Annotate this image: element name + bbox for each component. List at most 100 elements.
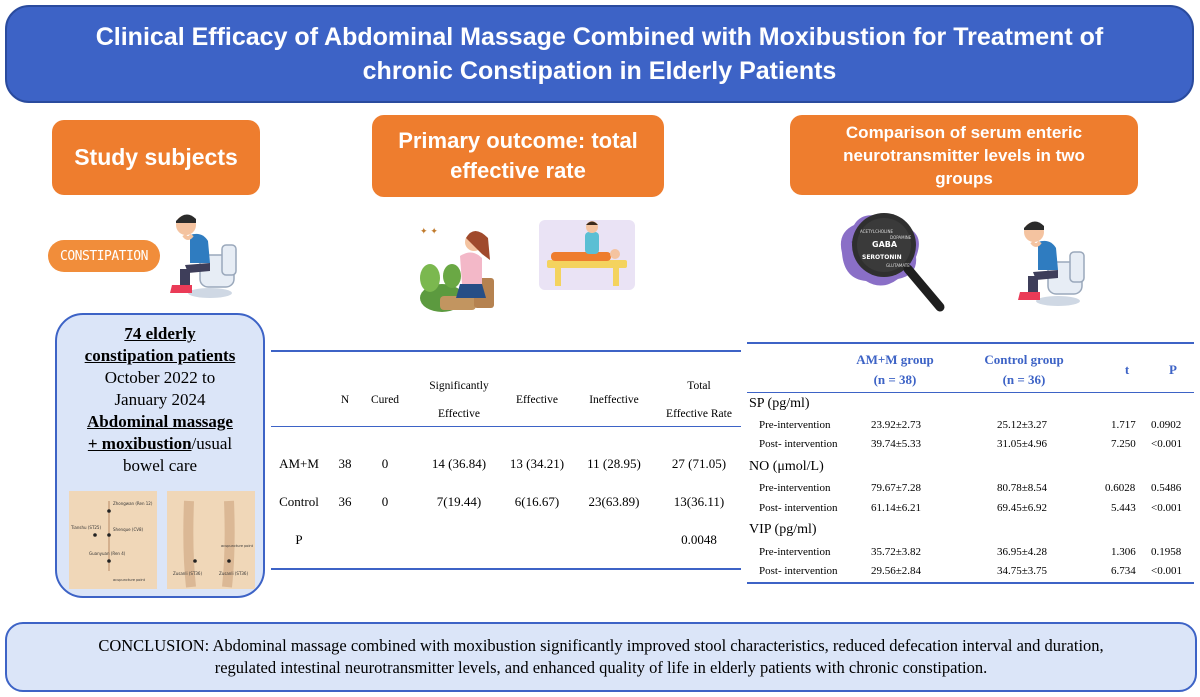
conclusion-line-2: regulated intestinal neurotransmitter le… <box>214 658 988 677</box>
t2-sp-pre-label: Pre-intervention <box>759 419 831 431</box>
t2-header-ctl2: (n = 36) <box>1002 372 1046 387</box>
svg-text:✦ ✦: ✦ ✦ <box>420 227 438 237</box>
t1-row2-cured: 0 <box>381 494 389 509</box>
t2-no-pre-t: 0.6028 <box>1105 482 1136 494</box>
t1-row2-sig: 7(19.44) <box>436 494 482 509</box>
t1-row1-total: 27 (71.05) <box>671 456 727 471</box>
acu-zusanli-left: Zusanli (ST36) <box>173 571 202 576</box>
t1-row1-n: 38 <box>338 456 352 471</box>
t2-no-pre-ctl: 80.78±8.54 <box>997 482 1048 494</box>
t2-no-pre-p: 0.5486 <box>1151 482 1182 494</box>
section-comparison: Comparison of serum enteric neurotransmi… <box>790 115 1138 195</box>
t2-sp-post-p: <0.001 <box>1151 438 1182 450</box>
t1-row1-effective: 13 (34.21) <box>509 456 565 471</box>
t1-header-total: Total <box>687 380 711 392</box>
t1-p-label: P <box>295 532 303 547</box>
conclusion-line-1: CONCLUSION: Abdominal massage combined w… <box>98 636 1104 655</box>
section-study-subjects: Study subjects <box>52 120 260 195</box>
acu-zusanli-right: Zusanli (ST36) <box>219 571 248 576</box>
t2-vip-pre-ctl: 36.95±4.28 <box>997 546 1048 558</box>
t2-header-am1: AM+M group <box>856 352 934 367</box>
acu-shenque: Shenque (CV8) <box>113 527 144 532</box>
subjects-period-line-1: October 2022 to <box>104 368 216 387</box>
title-line-1: Clinical Efficacy of Abdominal Massage C… <box>95 23 1104 51</box>
t2-vip-pre-label: Pre-intervention <box>759 546 831 558</box>
t2-section-sp: SP (pg/ml) <box>749 396 810 411</box>
conclusion-panel: CONCLUSION: Abdominal massage combined w… <box>5 622 1197 692</box>
t1-row2-n: 36 <box>338 494 352 509</box>
t1-header-total-effective-rate: Effective Rate <box>666 408 732 420</box>
toilet-person-illustration-left <box>170 214 237 298</box>
t2-sp-pre-p: 0.0902 <box>1151 419 1182 431</box>
t2-header-am2: (n = 38) <box>873 372 917 387</box>
t2-vip-post-label: Post- intervention <box>759 565 838 577</box>
massage-illustration <box>539 220 635 290</box>
t2-header-t: t <box>1124 362 1130 377</box>
t1-row1-ineffective: 11 (28.95) <box>587 456 641 471</box>
t1-header-significantly: Significantly <box>429 380 489 392</box>
t2-no-post-label: Post- intervention <box>759 502 838 514</box>
t1-row2-total: 13(36.11) <box>673 494 725 509</box>
t1-header-n: N <box>340 394 350 406</box>
subjects-intervention-line-1: Abdominal massage <box>87 412 233 431</box>
moxibustion-illustration: ✦ ✦ <box>420 227 494 312</box>
t2-no-post-p: <0.001 <box>1151 502 1182 514</box>
t2-vip-pre-t: 1.306 <box>1111 546 1136 558</box>
subjects-intervention-line-3: bowel care <box>122 456 198 475</box>
t1-row2-group: Control <box>279 494 319 509</box>
t2-no-post-am: 61.14±6.21 <box>871 502 922 514</box>
subjects-count-line-2: constipation patients <box>84 346 236 365</box>
t2-sp-pre-t: 1.717 <box>1111 419 1136 431</box>
t2-vip-pre-am: 35.72±3.82 <box>871 546 922 558</box>
subjects-card: 74 elderly constipation patients October… <box>55 313 265 598</box>
t2-vip-post-ctl: 34.75±3.75 <box>997 565 1048 577</box>
title-banner: Clinical Efficacy of Abdominal Massage C… <box>5 5 1194 103</box>
brain-word-4: DOPAMINE <box>890 235 912 240</box>
acu-tianshu: Tianshu (ST25) <box>70 525 101 530</box>
subjects-intervention-line-2: + moxibustion <box>87 434 192 453</box>
subjects-period-line-2: January 2024 <box>114 390 206 409</box>
brain-word-5: GLUTAMATE <box>886 263 910 268</box>
brain-word-3: ACETYLCHOLINE <box>860 229 893 234</box>
t1-header-ineffective: Ineffective <box>589 394 639 406</box>
t1-row1-group: AM+M <box>279 456 319 471</box>
t2-section-vip: VIP (pg/ml) <box>749 522 817 537</box>
acu-legend-abdomen: acupuncture point <box>113 578 146 582</box>
acupoint-diagram: Zhongwan (Ren 12) Tianshu (ST25) Shenque… <box>69 491 255 589</box>
t2-sp-post-label: Post- intervention <box>759 438 838 450</box>
t2-vip-post-p: <0.001 <box>1151 565 1182 577</box>
t1-header-significantly-effective: Effective <box>438 408 480 420</box>
title-line-2: chronic Constipation in Elderly Patients <box>362 57 837 85</box>
subjects-count-line-1: 74 elderly <box>124 324 196 343</box>
brain-word-2: SEROTONIN <box>862 254 902 261</box>
t1-header-cured: Cured <box>370 394 400 406</box>
effective-rate-table: N Cured Significantly Effective Effectiv… <box>271 350 741 570</box>
acu-guanyuan: Guanyuan (Ren 4) <box>89 551 126 556</box>
t2-sp-post-am: 39.74±5.33 <box>871 438 922 450</box>
acu-zhongwan: Zhongwan (Ren 12) <box>113 501 153 506</box>
t2-no-post-ctl: 69.45±6.92 <box>997 502 1048 514</box>
t2-no-pre-am: 79.67±7.28 <box>871 482 922 494</box>
acu-legend-leg: acupuncture point <box>221 544 254 548</box>
t1-row2-ineffective: 23(63.89) <box>588 494 640 509</box>
subjects-intervention-suffix: /usual <box>191 434 233 453</box>
t1-row1-cured: 0 <box>381 456 389 471</box>
t2-header-p: P <box>1169 362 1177 377</box>
t2-no-post-t: 5.443 <box>1111 502 1136 514</box>
t2-section-no: NO (μmol/L) <box>749 459 824 474</box>
t1-p-value: 0.0048 <box>681 532 717 547</box>
constipation-badge: CONSTIPATION <box>48 240 160 272</box>
t2-vip-pre-p: 0.1958 <box>1151 546 1182 558</box>
brain-magnifier-illustration: GABA SEROTONIN ACETYLCHOLINE DOPAMINE GL… <box>840 213 945 312</box>
t2-vip-post-t: 6.734 <box>1111 565 1136 577</box>
section-primary-outcome: Primary outcome: total effective rate <box>372 115 664 197</box>
t1-row2-effective: 6(16.67) <box>514 494 560 509</box>
t2-header-ctl1: Control group <box>984 352 1064 367</box>
toilet-person-illustration-right <box>1018 221 1085 306</box>
brain-word-1: GABA <box>872 240 898 249</box>
t1-row1-sig: 14 (36.84) <box>431 456 487 471</box>
t2-sp-pre-am: 23.92±2.73 <box>871 419 922 431</box>
t2-vip-post-am: 29.56±2.84 <box>871 565 922 577</box>
t2-sp-post-ctl: 31.05±4.96 <box>997 438 1048 450</box>
t2-no-pre-label: Pre-intervention <box>759 482 831 494</box>
